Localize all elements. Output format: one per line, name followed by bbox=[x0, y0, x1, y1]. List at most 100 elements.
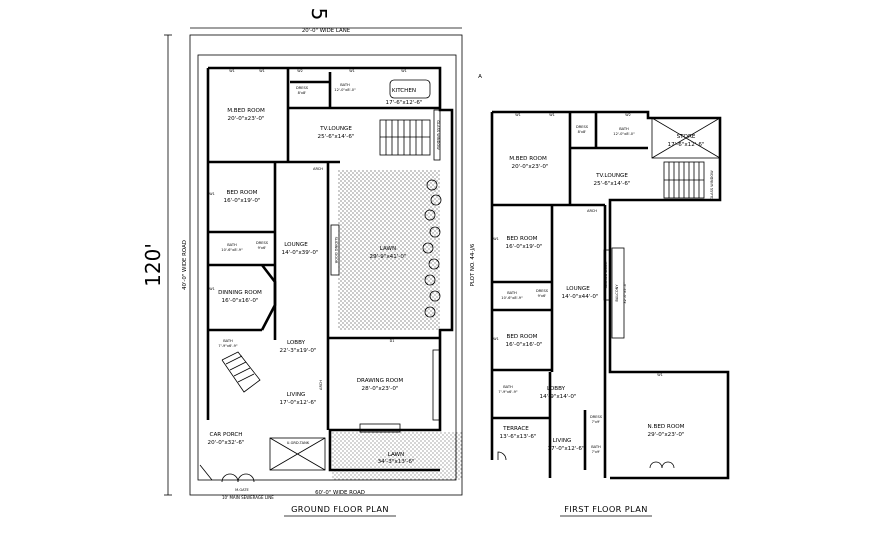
svg-text:W1: W1 bbox=[209, 192, 215, 196]
ground-room-labels: M.BED ROOM 20'-0"x23'-0" TV.LOUNGE 25'-6… bbox=[208, 83, 423, 465]
room-bath-mid: BATH bbox=[227, 243, 237, 247]
svg-text:W2: W2 bbox=[297, 69, 303, 73]
ff-room-bed1: BED ROOM bbox=[507, 236, 538, 242]
ff-room-bath-right: BATH bbox=[591, 445, 601, 449]
plot-number: PLOT NO. 44-J/6 bbox=[470, 243, 476, 286]
depth-dimension: 120' bbox=[141, 243, 165, 287]
svg-text:12'-0"x8'-0": 12'-0"x8'-0" bbox=[334, 88, 356, 92]
svg-text:17'-0"x12'-6": 17'-0"x12'-6" bbox=[280, 400, 317, 406]
room-m-bed: M.BED ROOM bbox=[227, 108, 265, 114]
svg-text:13'-6"x13'-6": 13'-6"x13'-6" bbox=[500, 434, 537, 440]
room-tv-lounge: TV.LOUNGE bbox=[319, 126, 352, 132]
ff-room-store: STORE bbox=[677, 134, 696, 140]
svg-text:20'-0"x23'-0": 20'-0"x23'-0" bbox=[512, 164, 549, 170]
ff-room-dress-low: DRESS bbox=[590, 415, 603, 419]
ground-arch-2: ARCH bbox=[319, 380, 323, 390]
lobby-stair bbox=[221, 351, 261, 393]
ff-room-dress-top: DRESS bbox=[576, 125, 589, 129]
ground-floor-plan: 120' 5 20'-0" WIDE LANE 40'-0" WIDE ROAD… bbox=[141, 8, 463, 517]
svg-text:W1: W1 bbox=[259, 69, 265, 73]
room-drawing: DRAWING ROOM bbox=[357, 378, 404, 384]
svg-text:W1: W1 bbox=[549, 113, 555, 117]
first-glass-window: GLASS WINDOW bbox=[710, 170, 714, 200]
first-staircase bbox=[663, 161, 705, 199]
svg-text:34'-3"x13'-6": 34'-3"x13'-6" bbox=[378, 459, 415, 465]
svg-text:14'-0"x39'-0": 14'-0"x39'-0" bbox=[282, 250, 319, 256]
svg-text:W1: W1 bbox=[515, 113, 521, 117]
ground-outer-wall bbox=[208, 66, 454, 472]
bottom-road-label: 60'-0" WIDE ROAD bbox=[315, 490, 365, 496]
ground-glass-window: GLASS WINDOW bbox=[436, 120, 440, 150]
room-lobby: LOBBY bbox=[287, 340, 306, 346]
room-bed: BED ROOM bbox=[227, 190, 258, 196]
room-lawn: LAWN bbox=[380, 246, 396, 252]
svg-text:7'-9"x6'-9": 7'-9"x6'-9" bbox=[498, 390, 517, 394]
ff-room-terrace: TERRACE bbox=[502, 426, 529, 432]
room-living: LIVING bbox=[287, 392, 306, 398]
room-dress-mid: DRESS bbox=[256, 241, 269, 245]
svg-text:17'-0"x12'-6": 17'-0"x12'-6" bbox=[548, 446, 585, 452]
room-car-porch: CAR PORCH bbox=[210, 432, 243, 438]
svg-text:7'x9': 7'x9' bbox=[592, 450, 601, 454]
ff-room-lobby: LOBBY bbox=[547, 386, 566, 392]
svg-text:17'-6"x12'-6": 17'-6"x12'-6" bbox=[668, 142, 705, 148]
svg-text:W1: W1 bbox=[657, 373, 663, 377]
svg-text:25'-6"x14'-6": 25'-6"x14'-6" bbox=[318, 134, 355, 140]
plot-boundary bbox=[189, 34, 463, 496]
first-room-labels: M.BED ROOM 20'-0"x23'-0" BATH 12'-0"x8'-… bbox=[498, 125, 704, 454]
ff-room-m-bed: M.BED ROOM bbox=[509, 156, 547, 162]
svg-text:10'-6"x8'-9": 10'-6"x8'-9" bbox=[221, 248, 243, 252]
ff-room-lounge: LOUNGE bbox=[566, 286, 590, 292]
svg-text:8'x8': 8'x8' bbox=[298, 91, 307, 95]
ff-room-bath-low: BATH bbox=[503, 385, 513, 389]
ground-floor-title: GROUND FLOOR PLAN bbox=[291, 504, 389, 514]
svg-text:29'-0"x23'-0": 29'-0"x23'-0" bbox=[648, 432, 685, 438]
svg-text:9'x6': 9'x6' bbox=[538, 294, 547, 298]
section-mark: A bbox=[478, 74, 482, 80]
ground-sliding-door bbox=[330, 224, 340, 276]
svg-text:20'-0"x23'-0": 20'-0"x23'-0" bbox=[228, 116, 265, 122]
svg-text:7'-9"x6'-9": 7'-9"x6'-9" bbox=[218, 344, 237, 348]
sewer-note: 10' MAIN SEWERAGE LINE bbox=[222, 495, 274, 500]
svg-text:W1: W1 bbox=[493, 237, 499, 241]
water-tank bbox=[269, 437, 326, 471]
room-lawn-front: LAWN bbox=[388, 452, 404, 458]
balcony-rail bbox=[611, 247, 625, 339]
first-sliding-door: SLIDING DOOR bbox=[604, 261, 608, 288]
svg-text:14'-9"x14'-0": 14'-9"x14'-0" bbox=[540, 394, 577, 400]
svg-text:SLIDING DOOR: SLIDING DOOR bbox=[334, 237, 338, 264]
svg-text:16'-0"x19'-0": 16'-0"x19'-0" bbox=[224, 198, 261, 204]
top-road-label: 20'-0" WIDE LANE bbox=[302, 28, 351, 34]
ff-room-bath-top: BATH bbox=[619, 127, 629, 131]
water-tank-label: U.GRD.TANK bbox=[287, 441, 310, 445]
svg-text:17'-6"x12'-6": 17'-6"x12'-6" bbox=[386, 100, 423, 106]
store-room bbox=[651, 117, 721, 159]
svg-text:12'-0"x8'-0": 12'-0"x8'-0" bbox=[613, 132, 635, 136]
svg-text:W1: W1 bbox=[229, 69, 235, 73]
svg-text:W1: W1 bbox=[493, 337, 499, 341]
svg-text:D1: D1 bbox=[390, 339, 395, 343]
svg-text:22'-3"x19'-0": 22'-3"x19'-0" bbox=[280, 348, 317, 354]
first-arch: ARCH bbox=[587, 209, 597, 213]
room-bath-low: BATH bbox=[223, 339, 233, 343]
setback-line bbox=[197, 54, 457, 481]
shrubs bbox=[422, 179, 442, 318]
svg-text:32'-0"x5'-0": 32'-0"x5'-0" bbox=[623, 282, 627, 304]
ff-room-living: LIVING bbox=[553, 438, 572, 444]
svg-text:W1: W1 bbox=[349, 69, 355, 73]
room-dress-top: DRESS bbox=[296, 86, 309, 90]
first-floor-title: FIRST FLOOR PLAN bbox=[564, 504, 648, 514]
ground-staircase bbox=[379, 119, 431, 156]
ff-room-tv-lounge: TV.LOUNGE bbox=[595, 173, 628, 179]
svg-text:28'-0"x23'-0": 28'-0"x23'-0" bbox=[362, 386, 399, 392]
room-dining: DINNING ROOM bbox=[218, 290, 262, 296]
svg-text:W1: W1 bbox=[209, 287, 215, 291]
ff-room-balcony: BALCONY bbox=[615, 284, 619, 302]
gate-door bbox=[221, 473, 239, 483]
width-dimension: 5 bbox=[307, 8, 331, 21]
gate-label: M.GATE bbox=[235, 488, 249, 492]
first-floor-plan: A PLOT NO. 44-J/6 SLIDING DOOR bbox=[470, 74, 730, 517]
svg-text:16'-0"x19'-0": 16'-0"x19'-0" bbox=[506, 244, 543, 250]
svg-text:7'x9': 7'x9' bbox=[592, 420, 601, 424]
